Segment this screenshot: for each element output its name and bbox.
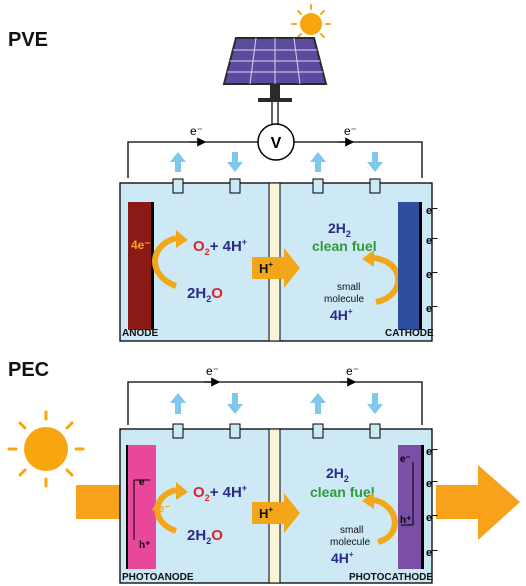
pec-clean-fuel: clean fuel [310,484,375,500]
pve-title: PVE [8,29,48,51]
photoanode-electron: e⁻ [139,477,150,488]
pec-title: PEC [8,359,49,381]
cathode-label: CATHODE [385,328,434,339]
photocathode-contact [421,445,424,569]
pve-electron-left: e⁻ [190,124,203,138]
photocathode-hole: h⁺ [400,515,411,526]
small-sun-icon [291,4,331,44]
pve-cathode-electron-3: e⁻ [426,269,438,281]
photoanode-hole: h⁺ [139,540,150,551]
photoanode-label: PHOTOANODE [122,572,194,583]
photocathode-label: PHOTOCATHODE [349,572,433,583]
pec-anode-curve-head [176,482,188,500]
anode-electrode [128,202,152,330]
voltmeter-label: V [271,135,282,152]
pec-electron-left: e⁻ [206,364,219,378]
pec-proton-label: H+ [259,505,273,521]
pec-water: 2H2O [187,527,223,546]
large-sun-icon [7,410,85,488]
pve-circuit-wire [127,141,423,178]
photoanode-electrode [128,445,156,569]
pve-hydrogen: 2H2 [328,220,351,239]
pec-cathode-electron-1: e⁻ [426,446,438,458]
pec-gas-ports [172,423,381,439]
pec-cathode-electron-2: e⁻ [426,478,438,490]
pec-proton-arrow [252,493,300,533]
pec-cathode-curve-arrow [373,497,398,545]
pec-four-protons: 4H+ [331,550,354,566]
solar-panel-icon [222,37,328,126]
photoanode-contact [126,445,128,569]
pve-clean-fuel: clean fuel [312,238,377,254]
pec-cathode-electron-4: e⁻ [426,547,438,559]
pec-molecule-label: molecule [330,537,370,548]
cathode-contact [419,202,422,330]
pec-hydrogen: 2H2 [326,465,349,484]
pve-anode-curve-arrow [152,235,178,289]
pve-small-label: small [337,282,360,293]
pec-cathode-electron-3: e⁻ [426,512,438,524]
pec-circuit-wire [127,381,423,425]
pec-cathode-curve-head [362,492,374,509]
pec-anode-curve-arrow [154,487,178,534]
pve-cathode-curve-head [362,250,374,267]
pec-small-label: small [340,525,363,536]
pve-gas-ports [172,178,381,194]
outgoing-light-arrow [436,465,520,540]
pve-cathode-electron-4: e⁻ [426,303,438,315]
pec-gas-arrows [170,393,383,414]
photocathode-electrode [398,445,422,569]
pve-water: 2H2O [187,285,223,304]
pve-molecule-label: molecule [324,294,364,305]
pve-cathode-electron-2: e⁻ [426,235,438,247]
pec-electron-right: e⁻ [346,364,359,378]
pve-four-electrons: 4e⁻ [131,238,151,252]
pve-gas-arrows [170,152,383,172]
pve-proton-label: H+ [259,260,273,276]
pve-proton-arrow [252,248,300,288]
pve-anode-curve-head [176,230,188,248]
pve-oxygen-product: O2+ 4H+ [193,237,247,257]
pve-electron-right: e⁻ [344,124,357,138]
anode-label: ANODE [122,328,158,339]
pve-four-protons: 4H+ [330,307,353,323]
incoming-light-bar [76,485,126,519]
pve-cathode-electron-1: e⁻ [426,205,438,217]
pec-oxygen-product: O2+ 4H+ [193,483,247,503]
photocathode-electron: e⁻ [400,454,411,465]
voltmeter-icon [257,123,295,161]
cathode-electrode [398,202,420,330]
